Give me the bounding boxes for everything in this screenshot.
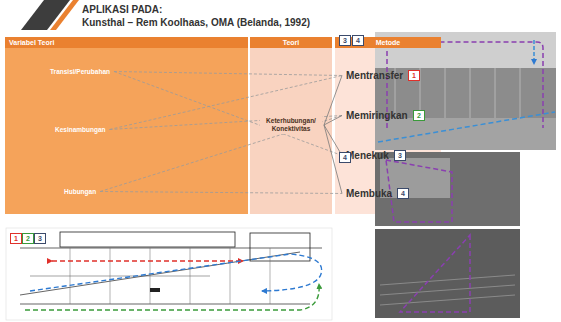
callout-number: 3 xyxy=(34,233,46,244)
connector-line xyxy=(100,192,342,194)
node-text: Menekuk xyxy=(346,150,389,161)
drawing-ground xyxy=(6,228,332,320)
theory-text: Keterhubungan/ Konektivitas xyxy=(260,116,322,134)
callout-number: 1 xyxy=(408,70,420,81)
variable-text: Hubungan xyxy=(62,187,98,196)
slope-path xyxy=(25,284,319,310)
method-text: Memiringkan xyxy=(344,109,410,122)
highlight-outline xyxy=(386,160,452,222)
callout-number: 3 xyxy=(394,150,406,161)
callout-number: 4 xyxy=(352,35,364,46)
section-line xyxy=(250,233,310,261)
variable-column: Variabel TeoriTransisi/PerubahanKesinamb… xyxy=(5,37,248,214)
connector-line xyxy=(324,76,342,126)
callout-number: 3 xyxy=(339,35,351,46)
variable-text: Kesinambungan xyxy=(53,125,108,134)
column-header: Teori xyxy=(250,37,332,48)
photo xyxy=(375,152,520,226)
photo-ground xyxy=(375,118,556,150)
connector-line xyxy=(324,116,342,126)
node-text: Keterhubungan/ Konektivitas xyxy=(262,117,320,133)
highlight-outline xyxy=(400,235,470,312)
transfer-path xyxy=(52,260,243,261)
callout-number: 2 xyxy=(22,233,34,244)
slide-title: APLIKASI PADA: xyxy=(82,4,162,16)
decor-stripe xyxy=(50,0,79,30)
photo xyxy=(375,32,556,150)
method-text: Membuka xyxy=(344,187,394,200)
section-block xyxy=(150,288,160,292)
node-text: Memiringkan xyxy=(346,110,408,121)
section-line xyxy=(60,232,235,247)
subtitle: Kunsthal – Rem Koolhaas, OMA (Belanda, 1… xyxy=(82,17,310,29)
section-line xyxy=(20,252,300,295)
callout-number: 4 xyxy=(397,188,409,199)
photo-seats xyxy=(380,275,515,305)
node-text: Transisi/Perubahan xyxy=(50,68,110,75)
fold-path xyxy=(30,254,322,291)
section-line xyxy=(30,276,210,277)
column-header: Variabel Teori xyxy=(5,37,248,48)
highlight-outline xyxy=(387,42,543,128)
method-text: Mentransfer xyxy=(344,69,405,82)
variable-text: Transisi/Perubahan xyxy=(48,67,112,76)
connector-line xyxy=(100,116,342,192)
node-text: Membuka xyxy=(346,188,392,199)
callout-number: 1 xyxy=(10,233,22,244)
node-text: Kesinambungan xyxy=(55,126,106,133)
node-text: Mentransfer xyxy=(346,70,403,81)
section-line xyxy=(20,304,310,305)
highlight-arrow xyxy=(533,40,535,64)
callout-number: 4 xyxy=(339,152,351,163)
callout-number: 2 xyxy=(413,110,425,121)
theory-column: TeoriKeterhubungan/ Konektivitas xyxy=(250,37,332,214)
connector-line xyxy=(324,125,342,156)
section-line xyxy=(20,248,322,249)
photo xyxy=(375,229,520,318)
node-text: Hubungan xyxy=(64,188,96,195)
method-column: MetodeMentransferMemiringkanMenekukMembu… xyxy=(335,37,441,214)
connector-line xyxy=(114,72,342,156)
method-text: Menekuk xyxy=(344,149,391,162)
section-ticks xyxy=(70,248,270,304)
connector-line xyxy=(114,72,342,76)
